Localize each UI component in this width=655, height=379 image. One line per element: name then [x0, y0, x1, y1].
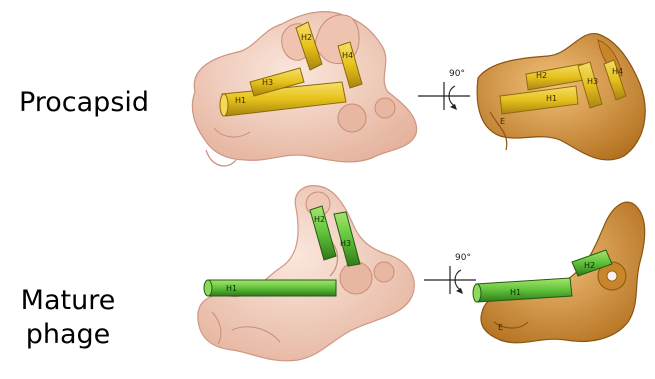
procapsid-left-helix-h3-label: H3 — [262, 78, 273, 87]
procapsid-right-region-label: E — [500, 117, 505, 126]
mature-rotation-indicator: 90° — [424, 253, 476, 294]
mature-left-helix-h1-label: H1 — [226, 284, 237, 293]
mature-left-density-map — [198, 186, 414, 361]
procapsid-left-helix-h2-label: H2 — [301, 33, 312, 42]
procapsid-right-helix-h3-label: H3 — [587, 77, 598, 86]
mature-left-helix-h3-label: H3 — [340, 239, 351, 248]
mature-right-region-label: E — [498, 323, 503, 332]
mature-right-helix-h2-label: H2 — [584, 261, 595, 270]
procapsid-right-helix-h1-label: H1 — [546, 94, 557, 103]
procapsid-right-helix-h4-label: H4 — [612, 67, 623, 76]
procapsid-rotation-label: 90° — [449, 69, 465, 79]
procapsid-right-helix-h2-label: H2 — [536, 71, 547, 80]
mature-left-helix-h1: H1 — [204, 280, 336, 296]
procapsid-left-helix-h4-label: H4 — [342, 51, 353, 60]
mature-left-helix-h2-label: H2 — [314, 215, 325, 224]
mature-right-helix-h1-label: H1 — [510, 288, 521, 297]
mature-rotation-label: 90° — [455, 253, 471, 263]
procapsid-rotation-indicator: 90° — [418, 69, 470, 110]
procapsid-left-helix-h1-label: H1 — [235, 96, 246, 105]
mature-right-density-map: E — [481, 202, 645, 343]
